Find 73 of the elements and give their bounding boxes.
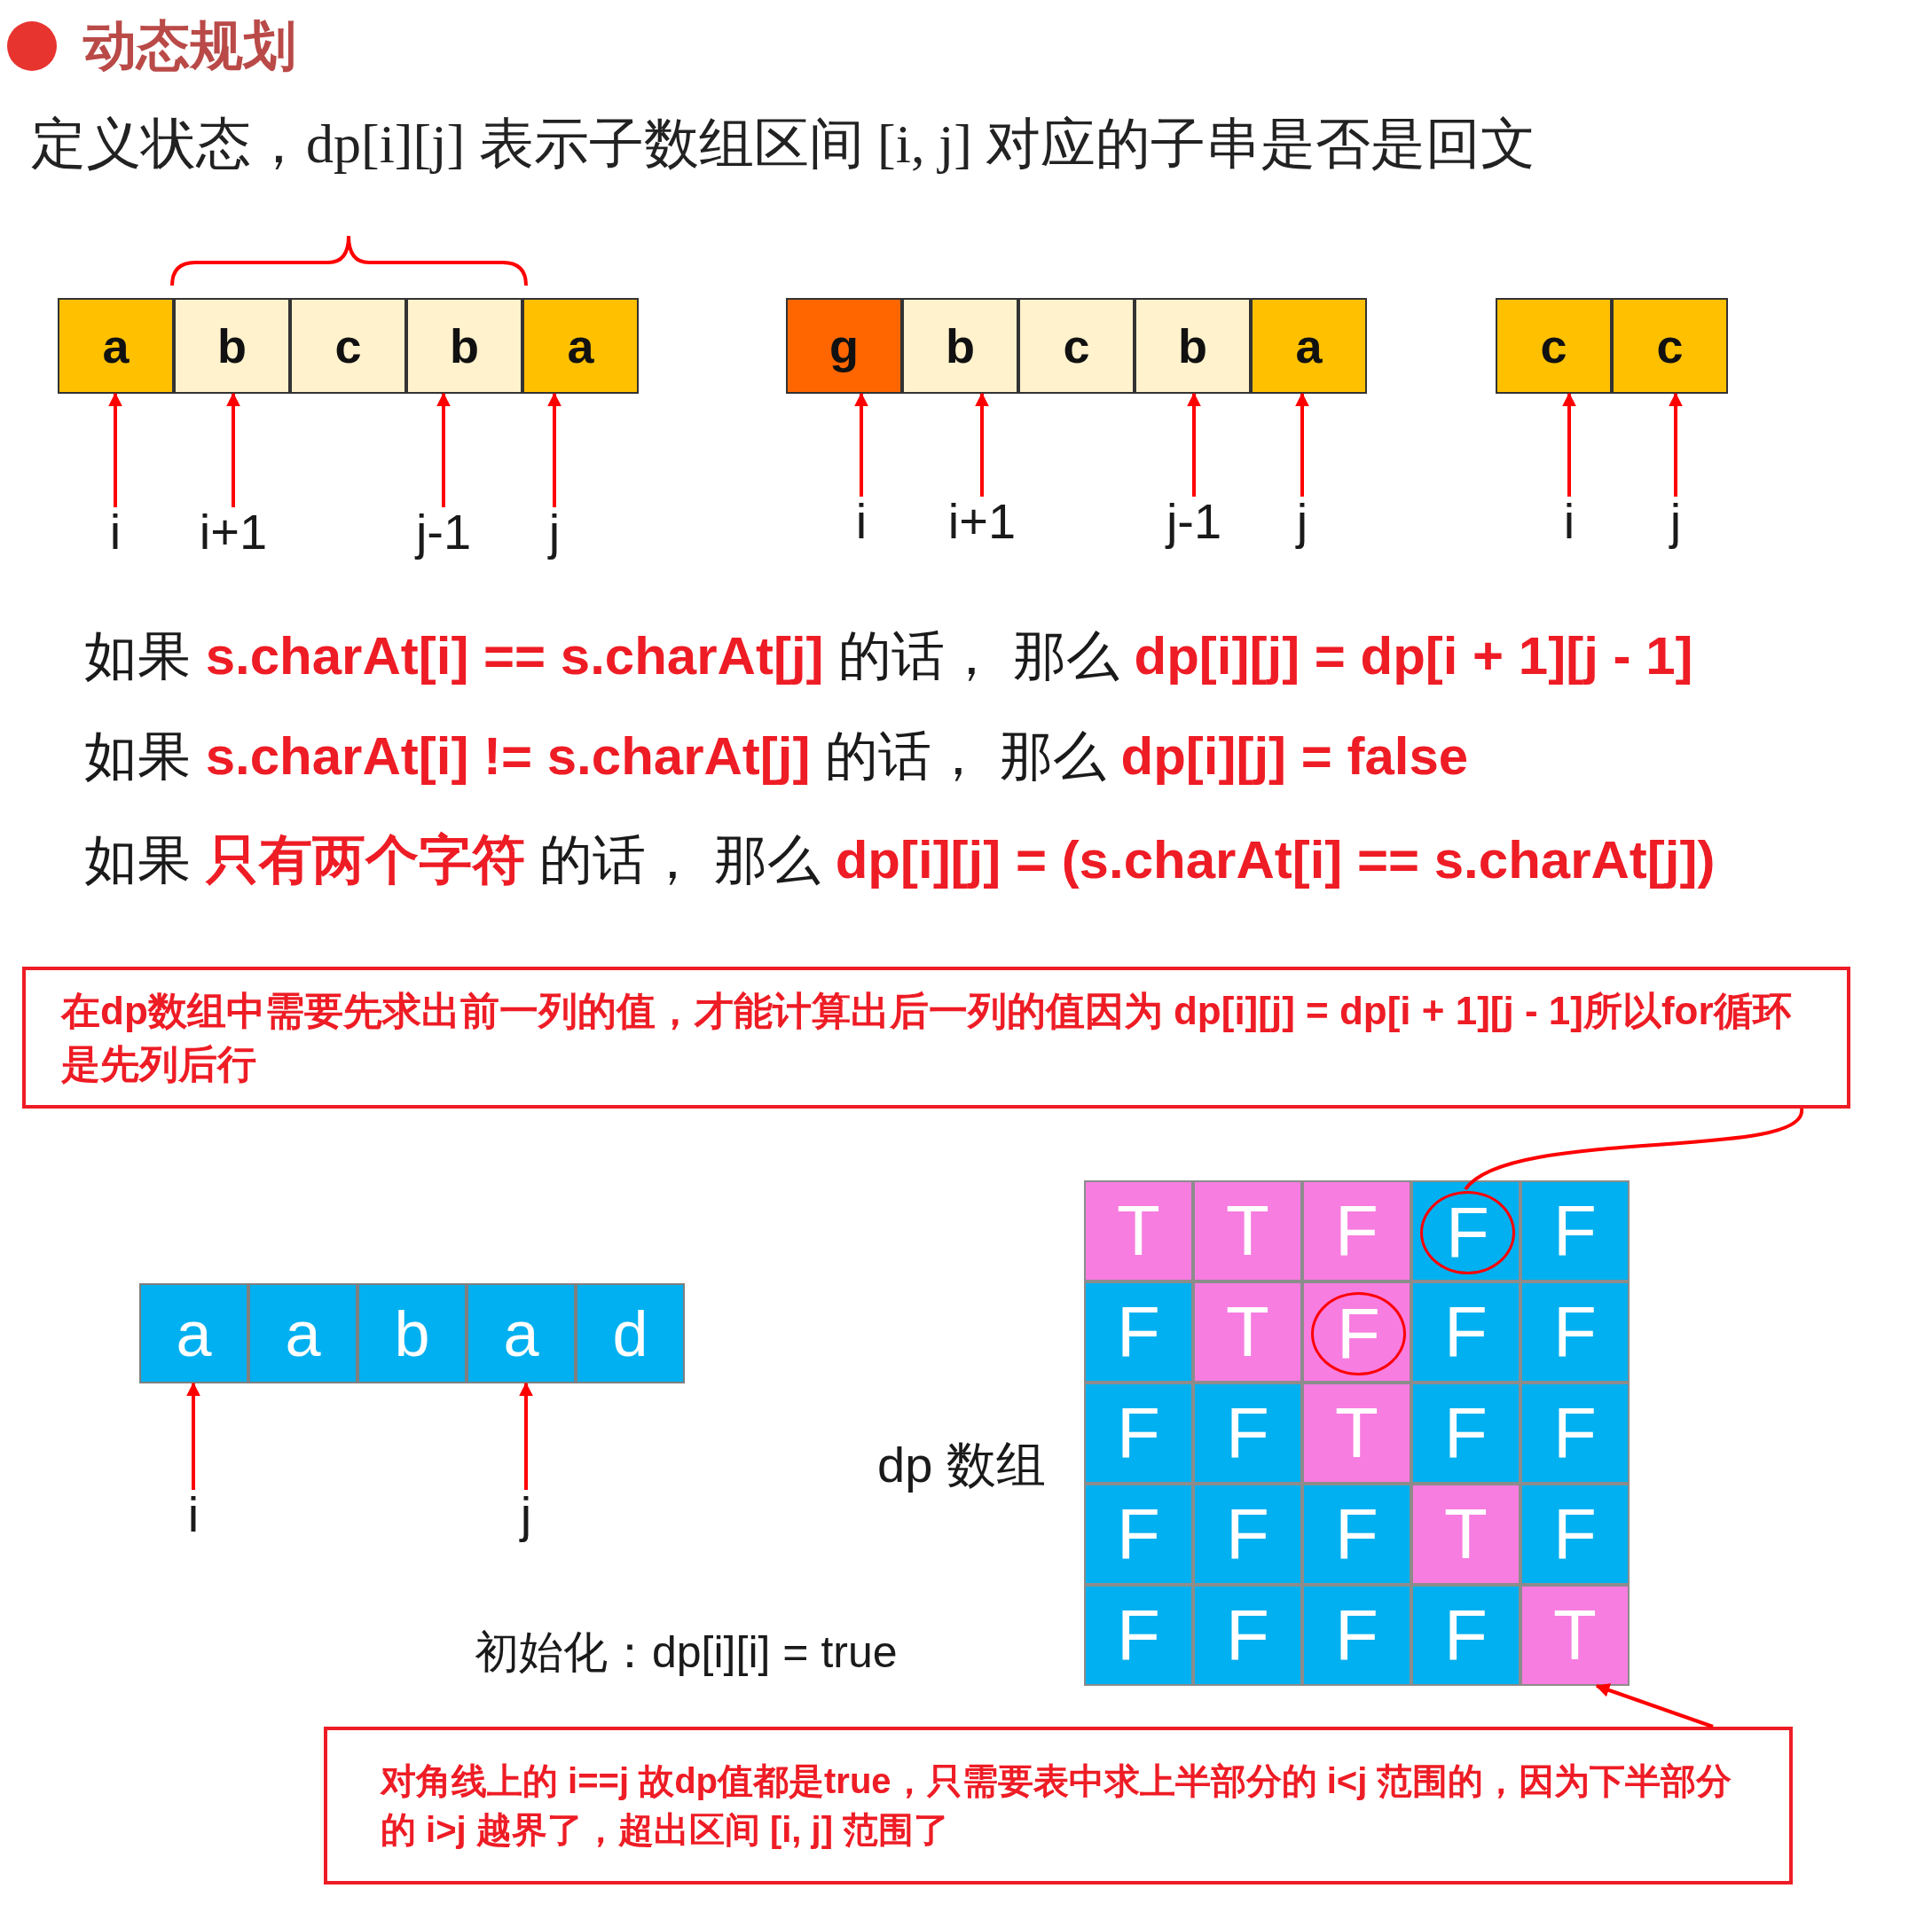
rule-text: 如果 只有两个字符 的话， 那么 dp[i][j] = (s.charAt[i] == s.charAt[j])	[84, 829, 1716, 891]
arrow	[436, 392, 451, 507]
arrow	[1562, 392, 1576, 497]
letter-cell: g	[786, 298, 902, 394]
title: 动态规划	[83, 15, 296, 77]
letter-cell: a	[467, 1283, 576, 1383]
dp-table-cell: F	[1193, 1585, 1302, 1686]
arrow	[108, 392, 122, 507]
dp-table-cell: T	[1193, 1281, 1302, 1383]
arrow	[975, 392, 989, 497]
letter-cell: a	[1251, 298, 1367, 394]
dp-table-cell: F	[1411, 1281, 1520, 1383]
note-box: 对角线上的 i==j 故dp值都是true，只需要表中求上半部分的 i<j 范围的，因为下半部分的 i>j 越界了，超出区间 [i, j] 范围了	[324, 1727, 1793, 1885]
dp-table-cell: T	[1302, 1383, 1411, 1484]
letter-cell: c	[290, 298, 406, 394]
letter-cell: a	[139, 1283, 248, 1383]
arrow	[519, 1382, 533, 1490]
index-label: i+1	[199, 507, 268, 557]
arrow	[1595, 1683, 1714, 1728]
definition-text: 定义状态，dp[i][j] 表示子数组区间 [i, j] 对应的子串是否是回文	[31, 113, 1536, 176]
arrow	[1295, 392, 1309, 497]
rule-text: 如果 s.charAt[i] != s.charAt[j] 的话， 那么 dp[i][j] = false	[84, 725, 1469, 788]
dp-table-cell: F	[1302, 1585, 1411, 1686]
rule-text: 如果 s.charAt[i] == s.charAt[j] 的话， 那么 dp[i][j] = dp[i + 1][j - 1]	[84, 625, 1693, 687]
note-text: 初始化：dp[i][i] = true	[475, 1626, 898, 1679]
index-label: i+1	[947, 497, 1017, 546]
dp-table-cell: T	[1411, 1484, 1520, 1585]
dp-table-cell: F	[1520, 1281, 1630, 1383]
dp-table-cell: F	[1084, 1383, 1193, 1484]
letter-cell: b	[174, 298, 290, 394]
arrow	[226, 392, 240, 507]
letter-cell: b	[1135, 298, 1251, 394]
index-label: i	[1563, 497, 1575, 546]
dp-table-cell: T	[1520, 1585, 1630, 1686]
dp-table-cell: F	[1302, 1484, 1411, 1585]
index-label: i	[109, 507, 122, 557]
dp-table-cell: F	[1193, 1383, 1302, 1484]
letter-cell: c	[1018, 298, 1135, 394]
letter-cell: b	[902, 298, 1018, 394]
dp-table-cell: F	[1193, 1484, 1302, 1585]
dp-table-cell: F	[1084, 1585, 1193, 1686]
dp-table-cell: T	[1193, 1180, 1302, 1281]
letter-cell: a	[248, 1283, 357, 1383]
arrow	[186, 1382, 200, 1490]
letter-cell: a	[58, 298, 174, 394]
table-caption: dp 数组	[877, 1436, 1046, 1494]
dp-table-cell: F	[1411, 1585, 1520, 1686]
circled-value: F	[1311, 1292, 1406, 1375]
dp-table-cell	[1411, 1180, 1520, 1281]
letter-cell: d	[576, 1283, 685, 1383]
dp-table-cell: F	[1302, 1180, 1411, 1281]
dp-table-cell: F	[1520, 1180, 1630, 1281]
note-box: 在dp数组中需要先求出前一列的值，才能计算出后一列的值因为 dp[i][j] = dp[i + 1][j - 1]所以for循环是先列后行	[22, 967, 1850, 1109]
dp-table-cell: T	[1084, 1180, 1193, 1281]
arrow	[1187, 392, 1201, 497]
letter-cell: b	[406, 298, 522, 394]
dp-table-cell: F	[1520, 1383, 1630, 1484]
letter-cell: b	[357, 1283, 467, 1383]
dp-table-cell: F	[1084, 1484, 1193, 1585]
arrow	[1669, 392, 1683, 497]
dp-table-cell: F	[1084, 1281, 1193, 1383]
letter-cell: c	[1496, 298, 1612, 394]
letter-cell: a	[522, 298, 639, 394]
circled-value: F	[1420, 1191, 1515, 1274]
connector-line	[1464, 1108, 1803, 1191]
index-label: i	[187, 1490, 200, 1540]
dp-table-cell: F	[1520, 1484, 1630, 1585]
arrow	[547, 392, 562, 507]
dp-table-cell: F	[1411, 1383, 1520, 1484]
letter-cell: c	[1612, 298, 1728, 394]
dp-table-cell	[1302, 1281, 1411, 1383]
index-label: i	[855, 497, 868, 546]
arrow	[854, 392, 868, 497]
